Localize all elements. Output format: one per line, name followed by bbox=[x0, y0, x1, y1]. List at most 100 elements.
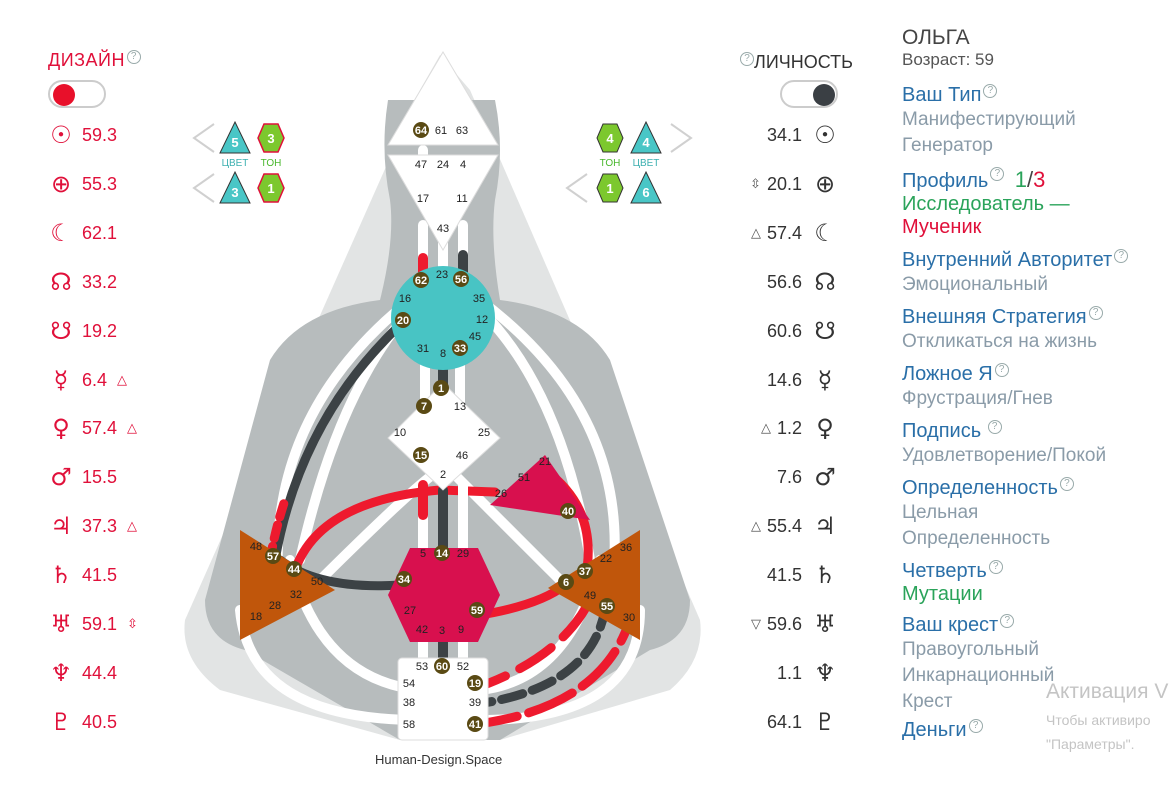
gate-59[interactable]: 59 bbox=[471, 605, 483, 617]
gate-25[interactable]: 25 bbox=[478, 427, 490, 439]
gate-36[interactable]: 36 bbox=[620, 542, 632, 554]
personality-planet-row[interactable]: 1.1♆ bbox=[740, 658, 840, 688]
gate-23[interactable]: 23 bbox=[436, 269, 448, 281]
gate-1[interactable]: 1 bbox=[438, 383, 444, 395]
gate-11[interactable]: 11 bbox=[456, 193, 467, 205]
strategy-help-icon[interactable]: ? bbox=[1088, 306, 1103, 320]
money-help-icon[interactable]: ? bbox=[968, 719, 983, 733]
gate-35[interactable]: 35 bbox=[473, 293, 485, 305]
design-planet-row[interactable]: ♀57.4△ bbox=[46, 413, 137, 443]
gate-42[interactable]: 42 bbox=[416, 624, 428, 636]
design-planet-row[interactable]: ☿6.4△ bbox=[46, 365, 127, 395]
cross-help-icon[interactable]: ? bbox=[1000, 614, 1015, 628]
gate-55[interactable]: 55 bbox=[601, 601, 613, 613]
gate-48[interactable]: 48 bbox=[250, 541, 262, 553]
gate-44[interactable]: 44 bbox=[288, 564, 301, 576]
gate-8[interactable]: 8 bbox=[440, 348, 446, 360]
design-planet-row[interactable]: ☾62.1 bbox=[46, 218, 127, 248]
gate-50[interactable]: 50 bbox=[311, 576, 323, 588]
gate-17[interactable]: 17 bbox=[417, 193, 429, 205]
personality-planet-row[interactable]: △1.2♀ bbox=[740, 413, 840, 443]
gate-49[interactable]: 49 bbox=[584, 590, 596, 602]
gate-20[interactable]: 20 bbox=[397, 315, 409, 327]
design-toggle[interactable] bbox=[48, 80, 106, 108]
personality-planet-row[interactable]: △55.4♃ bbox=[740, 511, 840, 541]
authority-label[interactable]: Внутренний Авторитет bbox=[902, 249, 1113, 271]
personality-planet-row[interactable]: 64.1♇ bbox=[740, 707, 840, 737]
gate-58[interactable]: 58 bbox=[403, 719, 415, 731]
design-planet-row[interactable]: ♂15.5 bbox=[46, 462, 127, 492]
gate-53[interactable]: 53 bbox=[416, 661, 428, 673]
gate-31[interactable]: 31 bbox=[417, 343, 429, 355]
gate-47[interactable]: 47 bbox=[415, 159, 427, 171]
gate-40[interactable]: 40 bbox=[562, 506, 574, 518]
gate-57[interactable]: 57 bbox=[267, 551, 279, 563]
strategy-label[interactable]: Внешняя Стратегия bbox=[902, 306, 1087, 328]
profile-help-icon[interactable]: ? bbox=[990, 167, 1005, 181]
gate-27[interactable]: 27 bbox=[404, 605, 416, 617]
gate-63[interactable]: 63 bbox=[456, 125, 468, 137]
gate-5[interactable]: 5 bbox=[420, 548, 426, 560]
gate-34[interactable]: 34 bbox=[398, 574, 411, 586]
personality-toggle[interactable] bbox=[780, 80, 838, 108]
gate-21[interactable]: 21 bbox=[539, 456, 551, 468]
design-help-icon[interactable]: ? bbox=[126, 50, 141, 64]
gate-28[interactable]: 28 bbox=[269, 600, 281, 612]
design-planet-row[interactable]: ♆44.4 bbox=[46, 658, 127, 688]
quarter-help-icon[interactable]: ? bbox=[988, 560, 1003, 574]
personality-planet-row[interactable]: 60.6☋ bbox=[740, 316, 840, 346]
type-help-icon[interactable]: ? bbox=[983, 84, 998, 98]
gate-3[interactable]: 3 bbox=[439, 625, 445, 637]
signature-help-icon[interactable]: ? bbox=[987, 420, 1002, 434]
gate-12[interactable]: 12 bbox=[476, 314, 488, 326]
gate-62[interactable]: 62 bbox=[415, 275, 427, 287]
gate-10[interactable]: 10 bbox=[394, 427, 406, 439]
gate-16[interactable]: 16 bbox=[399, 293, 411, 305]
design-planet-row[interactable]: ♅59.1⇳ bbox=[46, 609, 138, 639]
gate-33[interactable]: 33 bbox=[454, 343, 466, 355]
signature-label[interactable]: Подпись bbox=[902, 420, 982, 442]
gate-60[interactable]: 60 bbox=[436, 661, 448, 673]
gate-41[interactable]: 41 bbox=[469, 719, 481, 731]
bodygraph-credit[interactable]: Human-Design.Space bbox=[375, 752, 503, 767]
false-self-label[interactable]: Ложное Я bbox=[902, 363, 993, 385]
gate-32[interactable]: 32 bbox=[290, 589, 302, 601]
design-planet-row[interactable]: ♄41.5 bbox=[46, 560, 127, 590]
personality-planet-row[interactable]: △57.4☾ bbox=[740, 218, 840, 248]
gate-15[interactable]: 15 bbox=[415, 450, 427, 462]
personality-help-icon[interactable]: ? bbox=[740, 52, 754, 66]
type-label[interactable]: Ваш Тип bbox=[902, 84, 982, 106]
authority-help-icon[interactable]: ? bbox=[1114, 249, 1129, 263]
personality-planet-row[interactable]: 56.6☊ bbox=[740, 267, 840, 297]
gate-39[interactable]: 39 bbox=[469, 697, 481, 709]
personality-planet-row[interactable]: 14.6☿ bbox=[740, 365, 840, 395]
gate-6[interactable]: 6 bbox=[563, 577, 569, 589]
personality-planet-row[interactable]: 7.6♂ bbox=[740, 462, 840, 492]
personality-planet-row[interactable]: ▽59.6♅ bbox=[740, 609, 840, 639]
gate-9[interactable]: 9 bbox=[458, 624, 464, 636]
definition-label[interactable]: Определенность bbox=[902, 477, 1058, 499]
gate-30[interactable]: 30 bbox=[623, 612, 635, 624]
design-planet-row[interactable]: ☉59.3 bbox=[46, 120, 127, 150]
personality-planet-row[interactable]: 41.5♄ bbox=[740, 560, 840, 590]
gate-52[interactable]: 52 bbox=[457, 661, 469, 673]
gate-14[interactable]: 14 bbox=[436, 548, 449, 560]
cross-label[interactable]: Ваш крест bbox=[902, 614, 999, 636]
design-planet-row[interactable]: ♇40.5 bbox=[46, 707, 127, 737]
gate-22[interactable]: 22 bbox=[600, 553, 612, 565]
gate-56[interactable]: 56 bbox=[455, 274, 467, 286]
design-planet-row[interactable]: ⊕55.3 bbox=[46, 169, 127, 199]
false-self-help-icon[interactable]: ? bbox=[994, 363, 1009, 377]
gate-64[interactable]: 64 bbox=[415, 125, 428, 137]
design-planet-row[interactable]: ☊33.2 bbox=[46, 267, 127, 297]
gate-2[interactable]: 2 bbox=[440, 469, 446, 481]
gate-61[interactable]: 61 bbox=[435, 125, 447, 137]
gate-37[interactable]: 37 bbox=[579, 566, 591, 578]
gate-54[interactable]: 54 bbox=[403, 678, 415, 690]
design-planet-row[interactable]: ♃37.3△ bbox=[46, 511, 137, 541]
gate-43[interactable]: 43 bbox=[437, 223, 449, 235]
gate-51[interactable]: 51 bbox=[518, 472, 530, 484]
design-planet-row[interactable]: ☋19.2 bbox=[46, 316, 127, 346]
gate-26[interactable]: 26 bbox=[495, 488, 507, 500]
profile-label[interactable]: Профиль bbox=[902, 170, 989, 192]
